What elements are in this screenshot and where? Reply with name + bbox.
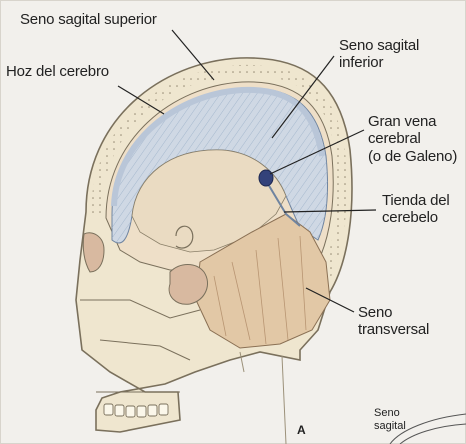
figure-letter: A bbox=[297, 424, 306, 438]
label-seno-transversal: Seno transversal bbox=[358, 304, 429, 339]
label-gran-vena-cerebral: Gran vena cerebral (o de Galeno) bbox=[368, 113, 457, 165]
label-hoz-del-cerebro: Hoz del cerebro bbox=[6, 63, 109, 80]
label-tienda-del-cerebelo: Tienda del cerebelo bbox=[382, 192, 450, 227]
vertebral-column bbox=[240, 352, 286, 444]
label-seno-sagital-inferior: Seno sagital inferior bbox=[339, 37, 419, 72]
label-seno-sagital-superior: Seno sagital superior bbox=[20, 11, 157, 28]
great-cerebral-vein bbox=[259, 170, 273, 186]
label-seno-sagital-corner: Seno sagital bbox=[374, 407, 406, 432]
